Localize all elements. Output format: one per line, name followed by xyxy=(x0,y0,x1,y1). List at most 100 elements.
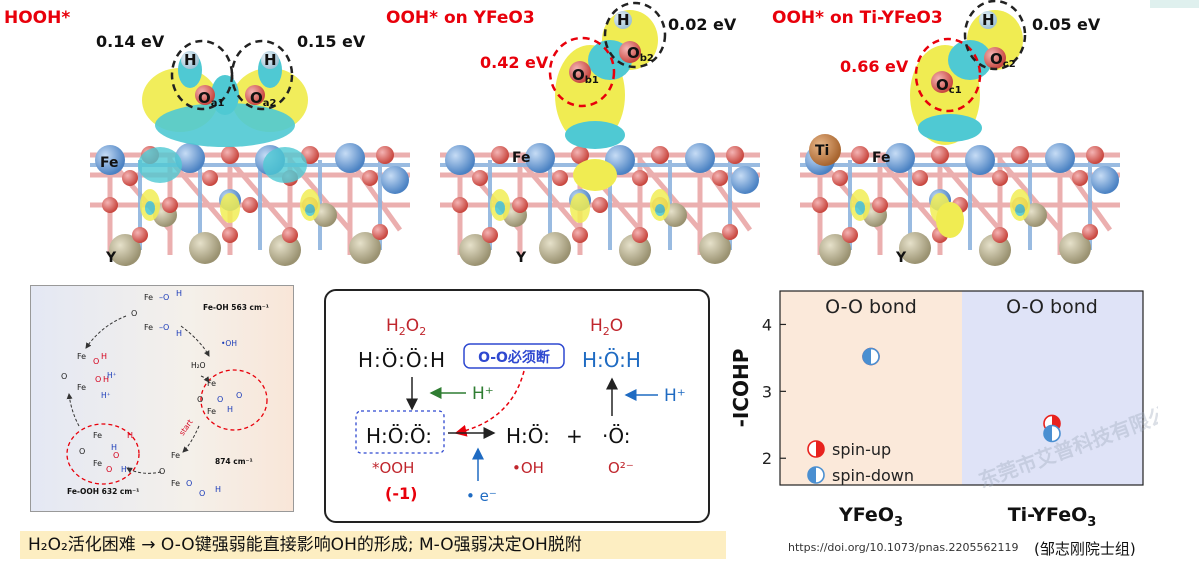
svg-text:Fe: Fe xyxy=(207,379,216,388)
atom-y: Y xyxy=(895,250,907,266)
o2-label: O²⁻ xyxy=(608,459,634,477)
lewis-diagram: H2O2 H:Ö:Ö:H O-O必须断 H⁺ H:Ö:Ö: H:Ö: + ·Ö:… xyxy=(355,316,686,505)
panel2-ev-right: 0.02 eV xyxy=(668,15,737,34)
oh-structure: H:Ö: xyxy=(506,424,550,448)
svg-text:H: H xyxy=(215,485,221,494)
credit-label: (邹志刚院士组) xyxy=(1034,540,1136,558)
panel1-ev-right: 0.15 eV xyxy=(297,32,366,51)
svg-text:Fe: Fe xyxy=(93,459,102,468)
svg-text:Fe: Fe xyxy=(93,431,102,440)
svg-text:–O: –O xyxy=(159,323,169,332)
y-axis-label: -ICOHP xyxy=(729,349,753,428)
label-hplus-a: H⁺ xyxy=(107,371,117,380)
legend-spin-up-marker xyxy=(807,440,825,458)
oh-label: •OH xyxy=(512,459,544,477)
svg-text:O: O xyxy=(93,357,99,366)
panel-ooh-ti-yfeo3: H Oc1 Oc2 Ti Fe Y xyxy=(800,0,1120,266)
charge-label: (-1) xyxy=(385,484,417,503)
region-label-1: O-O bond xyxy=(825,296,917,318)
legend: spin-up spin-down xyxy=(807,440,914,485)
caption-bar: H₂O₂活化困难 → O-O键强弱能直接影响OH的形成; M-O强弱决定OH脱附 xyxy=(20,531,726,559)
corner-decoration xyxy=(1150,0,1199,8)
label-hplus-c: H⁺ xyxy=(121,465,131,474)
label-hplus-b: H⁺ xyxy=(101,391,111,400)
label-start: start xyxy=(177,418,194,438)
x-category-label: Ti-YFeO3 xyxy=(1008,504,1097,530)
h2o-label: H2O xyxy=(590,316,623,338)
panel-hooh: H H Oa1 Oa2 Fe Y xyxy=(90,39,410,266)
svg-text:Fe: Fe xyxy=(77,383,86,392)
svg-text:O: O xyxy=(186,479,192,488)
svg-text:O: O xyxy=(113,451,119,460)
ooh-label: *OOH xyxy=(372,459,414,477)
label-874: 874 cm⁻¹ xyxy=(215,457,253,466)
spin-down-point xyxy=(862,347,880,366)
dft-panels: H H Oa1 Oa2 Fe Y H Ob1 Ob2 Fe Y xyxy=(0,0,1199,280)
atom-h2: H xyxy=(264,51,277,69)
label-fe-ooh: Fe-OOH 632 cm⁻¹ xyxy=(67,487,139,496)
svg-text:O: O xyxy=(106,465,112,474)
panel2-ev-left: 0.42 eV xyxy=(480,53,549,72)
panel3-title: OOH* on Ti-YFeO3 xyxy=(772,8,943,28)
panel1-ev-left: 0.14 eV xyxy=(96,32,165,51)
svg-text:H: H xyxy=(227,405,233,414)
region-label-2: O-O bond xyxy=(1006,296,1098,318)
svg-text:Fe: Fe xyxy=(171,451,180,460)
atom-h: H xyxy=(982,11,995,29)
svg-text:O: O xyxy=(79,447,85,456)
svg-text:Fe: Fe xyxy=(77,352,86,361)
label-fe-oh: Fe-OH 563 cm⁻¹ xyxy=(203,303,269,312)
y-tick-label: 4 xyxy=(762,315,772,334)
svg-text:O: O xyxy=(159,467,165,476)
plot-frame xyxy=(779,290,1144,486)
panel-ooh-yfeo3: H Ob1 Ob2 Fe Y xyxy=(440,1,760,266)
atom-h1: H xyxy=(184,51,197,69)
label-h2o: H₂O xyxy=(191,361,206,370)
y-axis: 234 xyxy=(762,315,786,468)
legend-spin-down: spin-down xyxy=(832,466,914,485)
svg-text:Fe: Fe xyxy=(144,293,153,302)
h2o2-label: H2O2 xyxy=(386,316,426,338)
electron-label: • e⁻ xyxy=(466,487,497,505)
svg-text:Fe: Fe xyxy=(144,323,153,332)
svg-text:O: O xyxy=(236,391,242,400)
hplus-green: H⁺ xyxy=(472,384,494,404)
atom-h: H xyxy=(617,11,630,29)
svg-text:H: H xyxy=(176,289,182,298)
atom-y: Y xyxy=(515,250,527,266)
atom-fe: Fe xyxy=(512,150,531,166)
y-tick-label: 3 xyxy=(762,382,772,401)
svg-text:Fe: Fe xyxy=(207,407,216,416)
svg-text:Fe: Fe xyxy=(171,479,180,488)
atom-fe: Fe xyxy=(100,155,119,171)
atom-fe: Fe xyxy=(872,150,891,166)
svg-text:O: O xyxy=(197,395,203,404)
panel3-ev-left: 0.66 eV xyxy=(840,57,909,76)
atom-y: Y xyxy=(105,250,117,266)
svg-text:O: O xyxy=(131,309,137,318)
svg-text:O: O xyxy=(95,375,101,384)
svg-text:H: H xyxy=(127,431,133,440)
panel1-title: HOOH* xyxy=(4,8,71,28)
plus-sign: + xyxy=(566,424,583,448)
spin-down-point xyxy=(1043,424,1061,443)
lewis-scheme: H2O2 H:Ö:Ö:H O-O必须断 H⁺ H:Ö:Ö: H:Ö: + ·Ö:… xyxy=(324,289,710,523)
h2o2-structure: H:Ö:Ö:H xyxy=(358,348,446,372)
doi-link[interactable]: https://doi.org/10.1073/pnas.2205562119 xyxy=(788,541,1019,554)
legend-spin-down-marker xyxy=(807,466,825,484)
svg-text:O: O xyxy=(199,489,205,498)
panel3-ev-right: 0.05 eV xyxy=(1032,15,1101,34)
oo-break-label: O-O必须断 xyxy=(478,349,550,366)
svg-text:–O: –O xyxy=(159,293,169,302)
hplus-blue: H⁺ xyxy=(664,386,686,406)
svg-text:H: H xyxy=(101,352,107,361)
x-category-label: YFeO3 xyxy=(838,504,903,530)
svg-text:O: O xyxy=(61,372,67,381)
o2-structure: ·Ö: xyxy=(602,424,631,448)
svg-text:H: H xyxy=(176,329,182,338)
label-oh-radical: •OH xyxy=(221,339,237,348)
svg-text:H: H xyxy=(103,375,109,384)
